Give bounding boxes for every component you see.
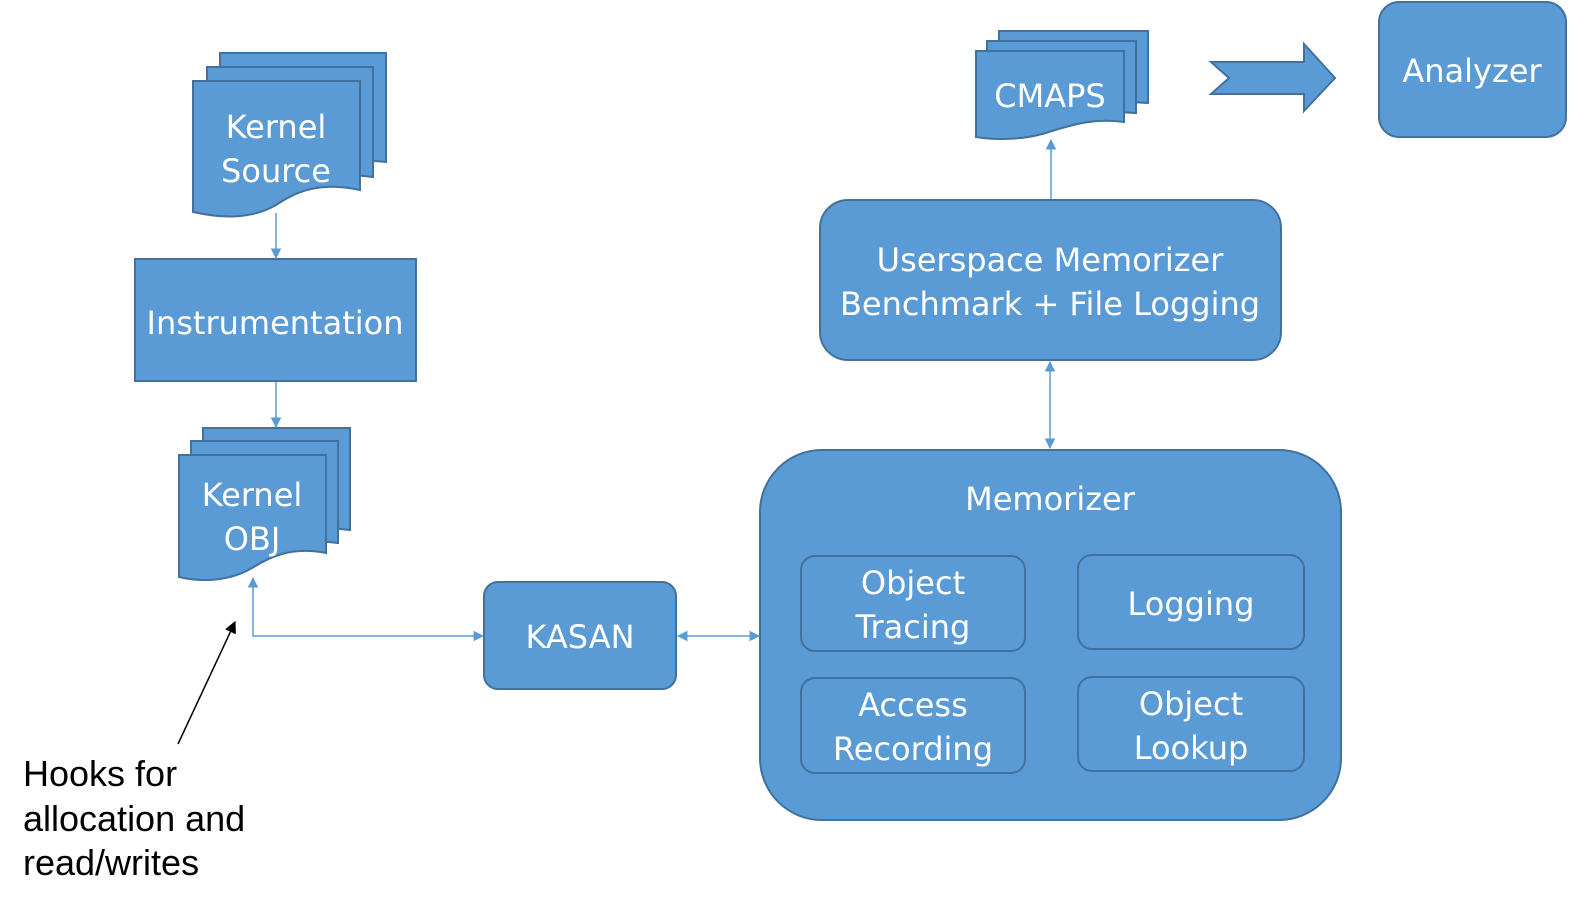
object-lookup-label-2: Lookup [1134, 729, 1249, 767]
hooks-annotation-arrow [177, 620, 236, 745]
kernel-source-node: Kernel Source [192, 52, 387, 218]
memorizer-label: Memorizer [965, 480, 1136, 518]
kasan-label: KASAN [525, 618, 634, 656]
kernel-obj-label-2: OBJ [224, 520, 281, 558]
cmaps-node: CMAPS [975, 30, 1149, 140]
userspace-label-2: Benchmark + File Logging [840, 285, 1260, 323]
access-recording-label-2: Recording [833, 730, 993, 768]
memorizer-node: Memorizer Object Tracing Logging Access … [759, 449, 1342, 821]
cmaps-label: CMAPS [994, 77, 1105, 115]
hooks-annotation: Hooks for allocation and read/writes [23, 753, 245, 883]
hooks-annotation-line-1: Hooks for [23, 753, 177, 794]
object-tracing-node: Object Tracing [800, 555, 1026, 652]
kernel-source-label-2: Source [221, 152, 331, 190]
userspace-memorizer-node: Userspace Memorizer Benchmark + File Log… [819, 199, 1282, 361]
access-recording-node: Access Recording [800, 677, 1026, 774]
hooks-annotation-line-3: read/writes [23, 842, 199, 883]
logging-node: Logging [1077, 554, 1305, 650]
access-recording-label-1: Access [858, 686, 968, 724]
object-tracing-label-2: Tracing [855, 608, 971, 646]
to-analyzer-arrow [1208, 41, 1337, 114]
kernel-source-label-1: Kernel [226, 108, 327, 146]
userspace-label-1: Userspace Memorizer [877, 241, 1225, 279]
instrumentation-node: Instrumentation [134, 258, 417, 382]
analyzer-node: Analyzer [1378, 1, 1567, 138]
kernel-obj-node: Kernel OBJ [178, 427, 351, 581]
object-tracing-label-1: Object [861, 564, 965, 602]
obj-kasan-connector [247, 576, 485, 642]
analyzer-label: Analyzer [1402, 52, 1542, 90]
kasan-node: KASAN [483, 581, 677, 690]
object-lookup-label-1: Object [1139, 685, 1243, 723]
instrumentation-label: Instrumentation [147, 304, 404, 342]
logging-label: Logging [1128, 585, 1255, 623]
kernel-obj-label-1: Kernel [202, 476, 303, 514]
object-lookup-node: Object Lookup [1077, 676, 1305, 772]
hooks-annotation-line-2: allocation and [23, 798, 245, 839]
